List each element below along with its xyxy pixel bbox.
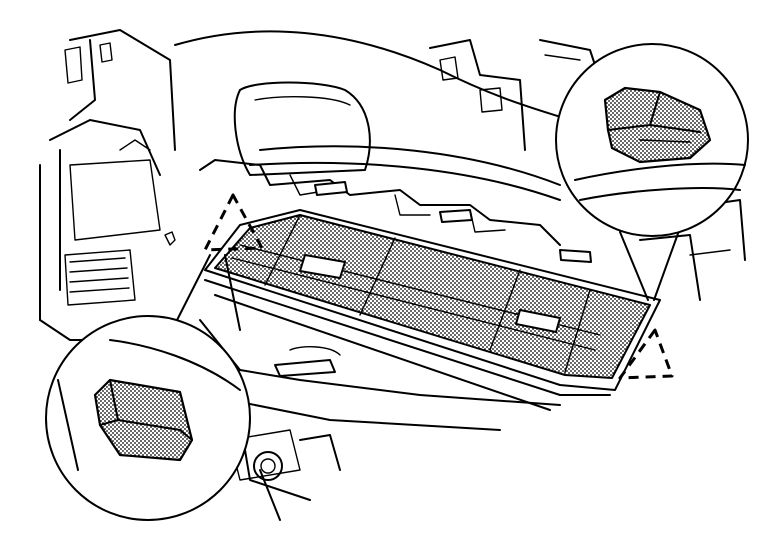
- tab-icon: [603, 86, 712, 164]
- dashed-triangle-right: [618, 328, 674, 380]
- callout-right-tab: [555, 43, 749, 301]
- cabin-air-filter: [204, 209, 661, 411]
- hvac-housing: [39, 29, 746, 521]
- highlight-markers: [203, 193, 674, 380]
- callout-left-tab: [45, 254, 251, 521]
- tab-icon: [93, 378, 194, 462]
- dashed-triangle-left: [203, 193, 264, 252]
